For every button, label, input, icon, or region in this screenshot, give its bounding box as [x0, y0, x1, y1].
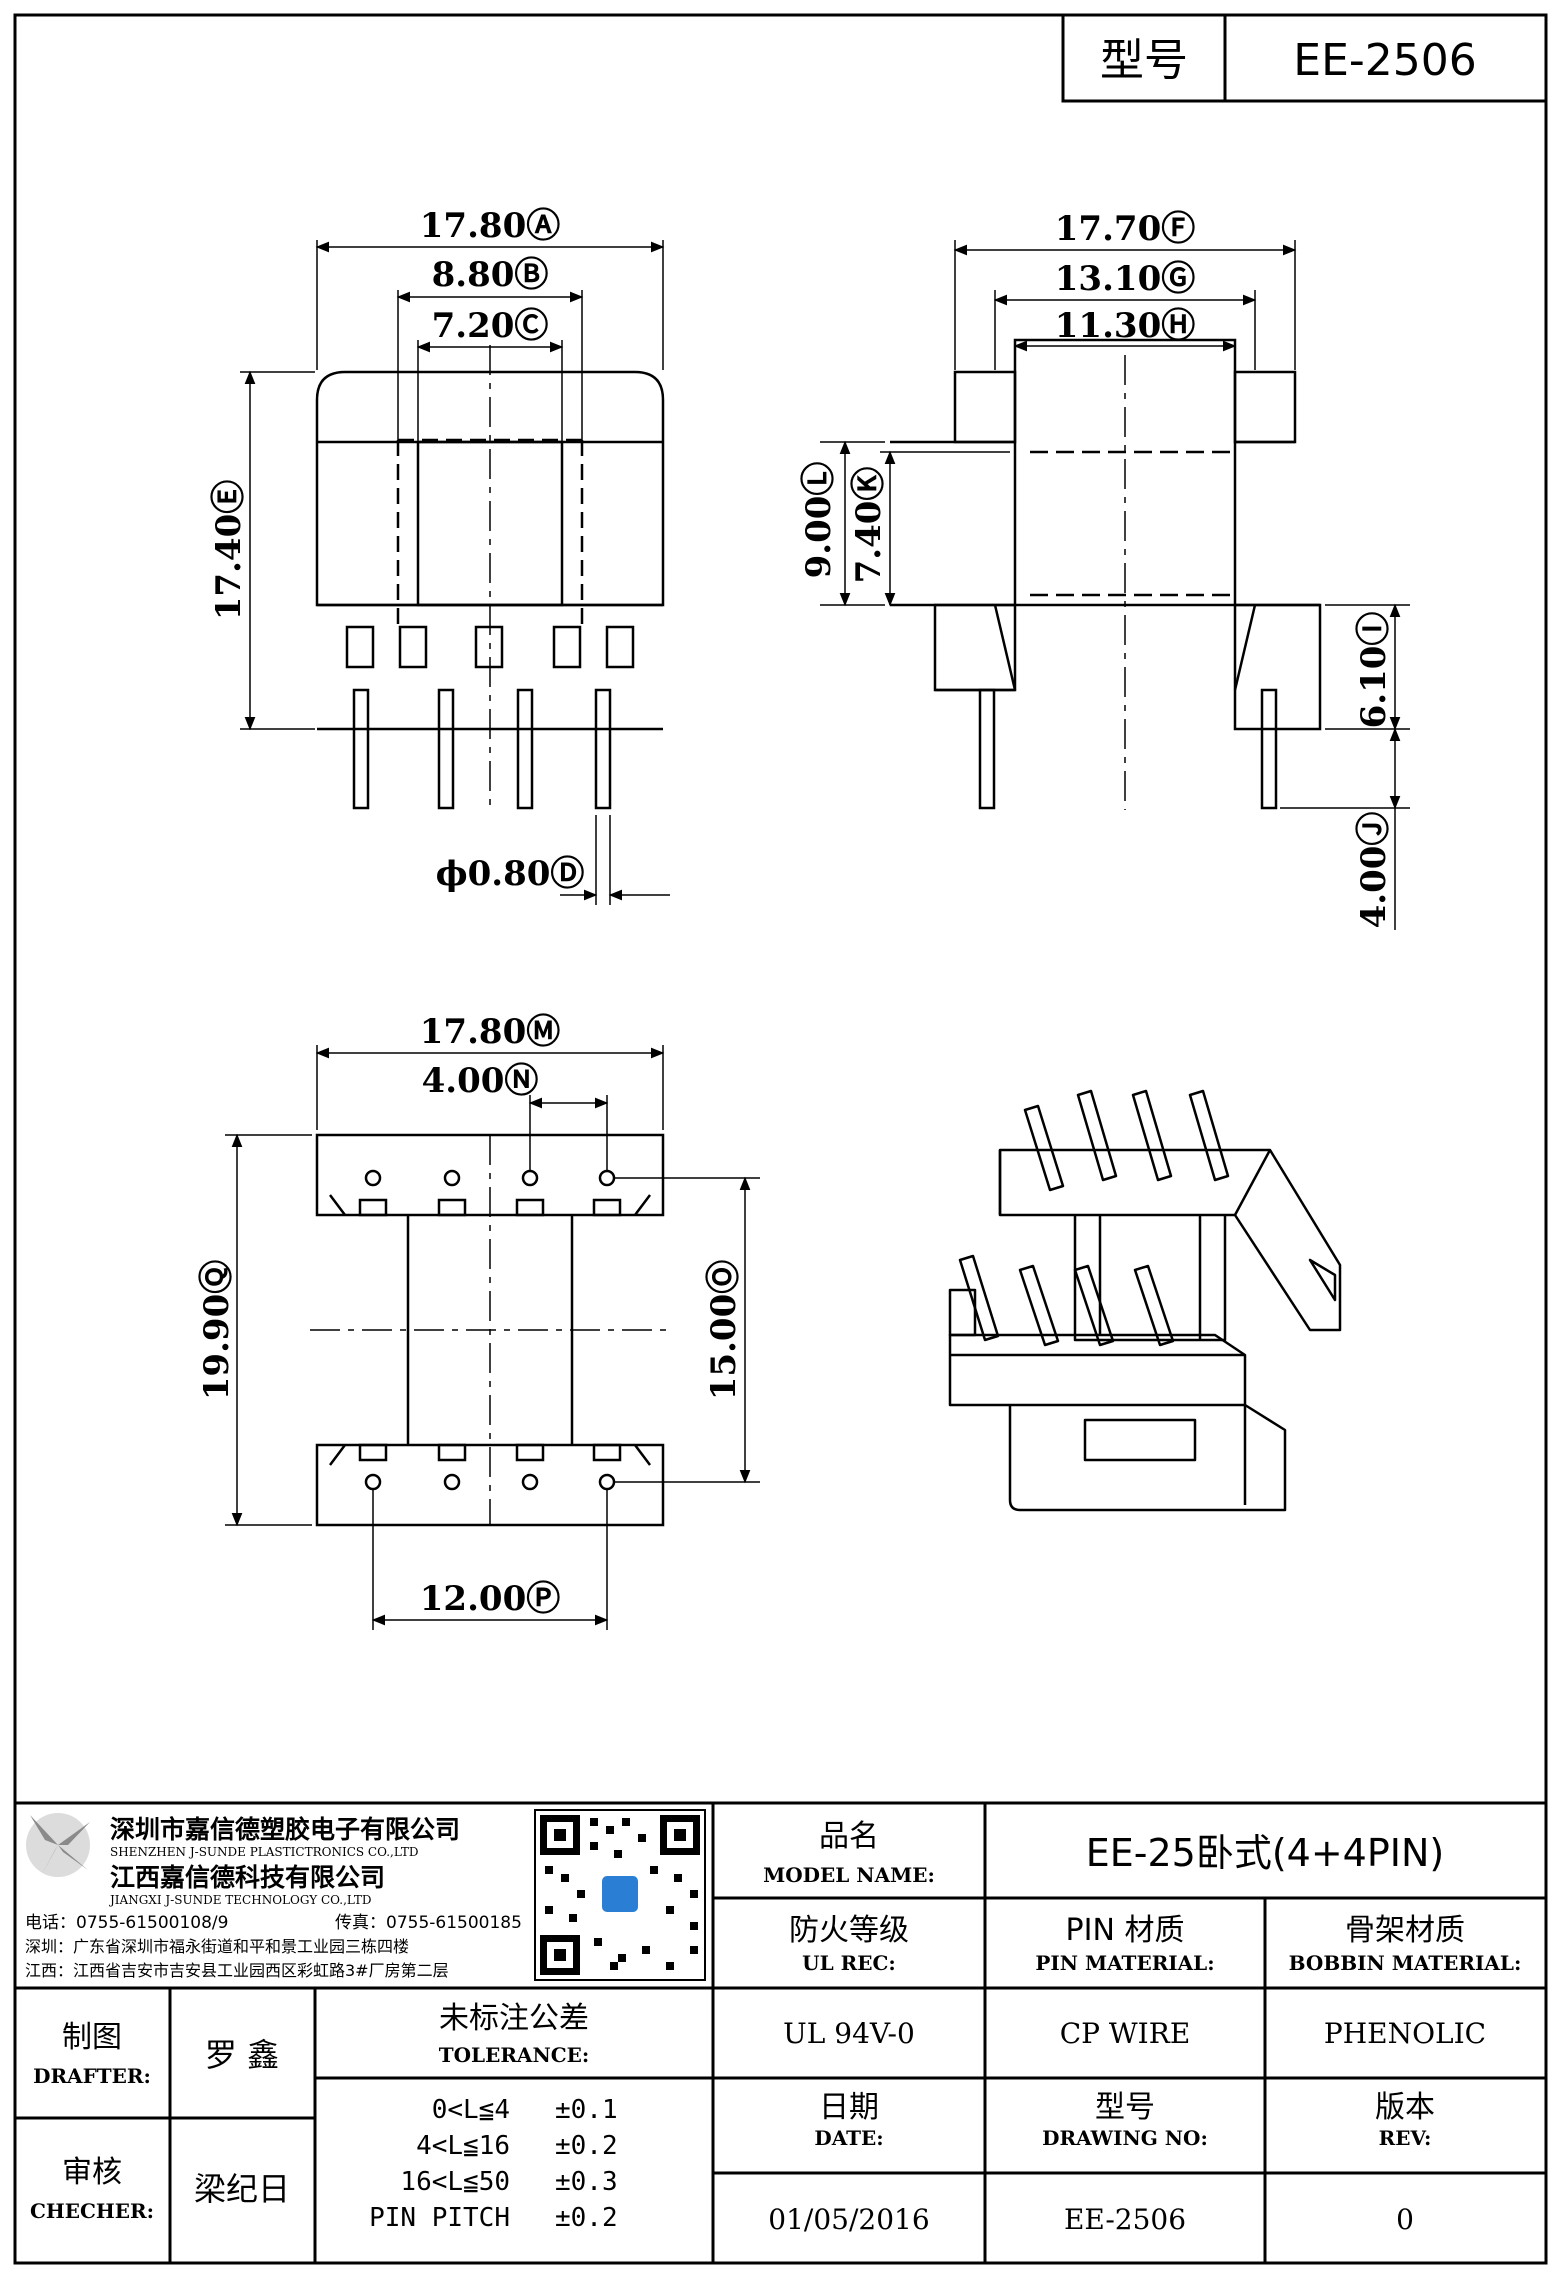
dim-j-label: 4.00Ⓙ — [1354, 812, 1394, 929]
company-name-sz: 深圳市嘉信德塑胶电子有限公司 — [110, 1815, 460, 1844]
front-view — [315, 345, 665, 810]
bottom-view-dimensions — [225, 1045, 760, 1630]
tolerance-en: TOLERANCE: — [439, 2043, 590, 2067]
front-view-dimensions — [240, 240, 670, 905]
tolerance-row-value: ±0.1 — [555, 2095, 618, 2125]
header-model-box: 型号 EE-2506 — [1061, 13, 1548, 103]
tolerance-row-range: 4<L≦16 — [416, 2131, 510, 2161]
company-phone: 电话：0755-61500108/9 — [25, 1913, 228, 1933]
dim-q-label: 19.90Ⓠ — [197, 1260, 237, 1400]
tolerance-row-value: ±0.2 — [555, 2131, 618, 2161]
tolerance-row-range: 0<L≦4 — [432, 2095, 510, 2125]
drawing-no-value: EE-2506 — [1064, 2203, 1186, 2236]
drafter-en: DRAFTER: — [33, 2064, 151, 2088]
dim-p-label: 12.00Ⓟ — [420, 1579, 560, 1619]
company-name-jx: 江西嘉信德科技有限公司 — [110, 1863, 385, 1892]
ul-cn: 防火等级 — [789, 1913, 909, 1948]
side-view — [890, 338, 1322, 810]
date-en: DATE: — [814, 2126, 883, 2150]
rev-cn: 版本 — [1375, 2090, 1435, 2125]
dim-d-label: ϕ0.80Ⓓ — [436, 854, 585, 894]
bottom-view — [310, 1133, 670, 1527]
bobbin-en: BOBBIN MATERIAL: — [1289, 1951, 1522, 1975]
checker-en: CHECHER: — [30, 2199, 154, 2223]
pin-cn: PIN 材质 — [1066, 1913, 1185, 1948]
sheet-border — [13, 13, 1548, 2265]
qr-code-icon — [534, 1809, 706, 1981]
drafter-value: 罗 鑫 — [205, 2036, 279, 2074]
rev-en: REV: — [1379, 2126, 1432, 2150]
pin-en: PIN MATERIAL: — [1035, 1951, 1214, 1975]
dim-m-label: 17.80Ⓜ — [420, 1012, 560, 1052]
dim-g-label: 13.10Ⓖ — [1055, 259, 1195, 299]
pin-value: CP WIRE — [1060, 2017, 1191, 2050]
dim-e-label: 17.40Ⓔ — [209, 480, 249, 620]
company-name-jx-en: JIANGXI J-SUNDE TECHNOLOGY CO.,LTD — [108, 1893, 372, 1907]
dim-b-label: 8.80Ⓑ — [432, 255, 549, 295]
dim-h-label: 11.30Ⓗ — [1055, 306, 1195, 346]
tolerance-cn: 未标注公差 — [439, 2001, 589, 2036]
model-name-cn: 品名 — [819, 1819, 879, 1854]
date-cn: 日期 — [819, 2090, 879, 2125]
side-view-dimensions — [820, 240, 1410, 930]
dim-a-label: 17.80Ⓐ — [420, 206, 560, 246]
ul-en: UL REC: — [802, 1951, 896, 1975]
ul-value: UL 94V-0 — [783, 2017, 915, 2050]
tolerance-row-range: PIN PITCH — [369, 2203, 510, 2233]
tolerance-row-value: ±0.3 — [555, 2167, 618, 2197]
checker-cn: 审核 — [62, 2155, 122, 2190]
bobbin-cn: 骨架材质 — [1345, 1913, 1465, 1948]
model-name-value: EE-25卧式(4+4PIN) — [1086, 1831, 1444, 1875]
rev-value: 0 — [1396, 2203, 1414, 2236]
header-model-label: 型号 — [1100, 35, 1188, 86]
title-block-grid — [15, 1801, 1546, 2263]
company-addr-sz: 深圳：广东省深圳市福永街道和平和景工业园三栋四楼 — [25, 1937, 409, 1956]
dim-c-label: 7.20Ⓒ — [432, 306, 549, 346]
dim-n-label: 4.00Ⓝ — [422, 1061, 539, 1101]
company-addr-jx: 江西：江西省吉安市吉安县工业园西区彩虹路3#厂房第二层 — [25, 1961, 449, 1980]
company-logo — [26, 1813, 90, 1878]
drafter-cn: 制图 — [62, 2020, 122, 2055]
company-name-sz-en: SHENZHEN J-SUNDE PLASTICTRONICS CO.,LTD — [110, 1845, 418, 1859]
date-value: 01/05/2016 — [768, 2203, 929, 2236]
tolerance-row-value: ±0.2 — [555, 2203, 618, 2233]
dim-k-label: 7.40Ⓚ — [849, 467, 889, 584]
dim-o-label: 15.00Ⓞ — [704, 1260, 744, 1400]
dim-l-label: 9.00Ⓛ — [799, 462, 839, 579]
bobbin-value: PHENOLIC — [1324, 2017, 1486, 2050]
drawing-no-cn: 型号 — [1095, 2090, 1155, 2125]
model-name-en: MODEL NAME: — [763, 1863, 935, 1887]
drawing-no-en: DRAWING NO: — [1042, 2126, 1208, 2150]
tolerance-row-range: 16<L≦50 — [400, 2167, 510, 2197]
isometric-view — [948, 1089, 1342, 1512]
dim-i-label: 6.10Ⓘ — [1354, 612, 1394, 729]
company-fax: 传真：0755-61500185 — [335, 1913, 522, 1933]
dim-f-label: 17.70Ⓕ — [1055, 209, 1195, 249]
checker-value: 梁纪日 — [194, 2170, 290, 2208]
header-model-value: EE-2506 — [1293, 35, 1476, 86]
